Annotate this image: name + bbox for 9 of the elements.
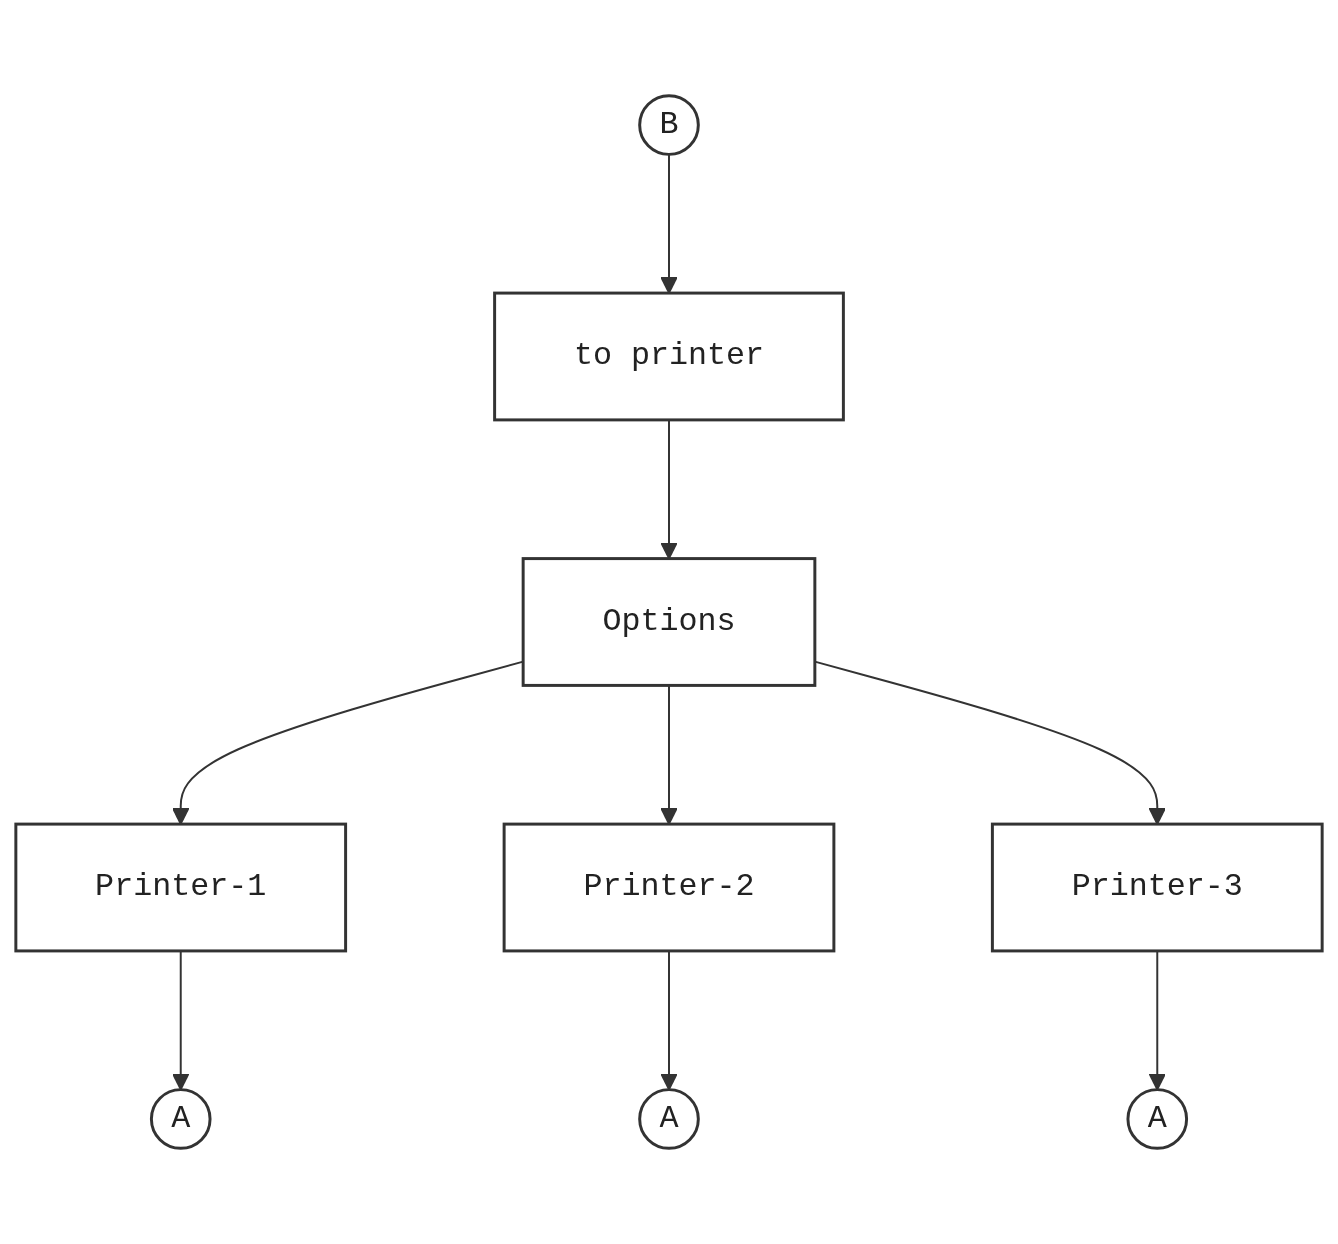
node-box: Printer-1: [14, 822, 348, 953]
node-circle: A: [149, 1088, 212, 1150]
node-circle: B: [638, 94, 700, 156]
node-box: Printer-2: [502, 822, 836, 953]
node-box: to printer: [493, 291, 845, 422]
node-box: Printer-3: [990, 822, 1324, 953]
node-box: Options: [521, 557, 817, 687]
node-circle: A: [1126, 1088, 1189, 1150]
node-circle: A: [638, 1088, 700, 1150]
